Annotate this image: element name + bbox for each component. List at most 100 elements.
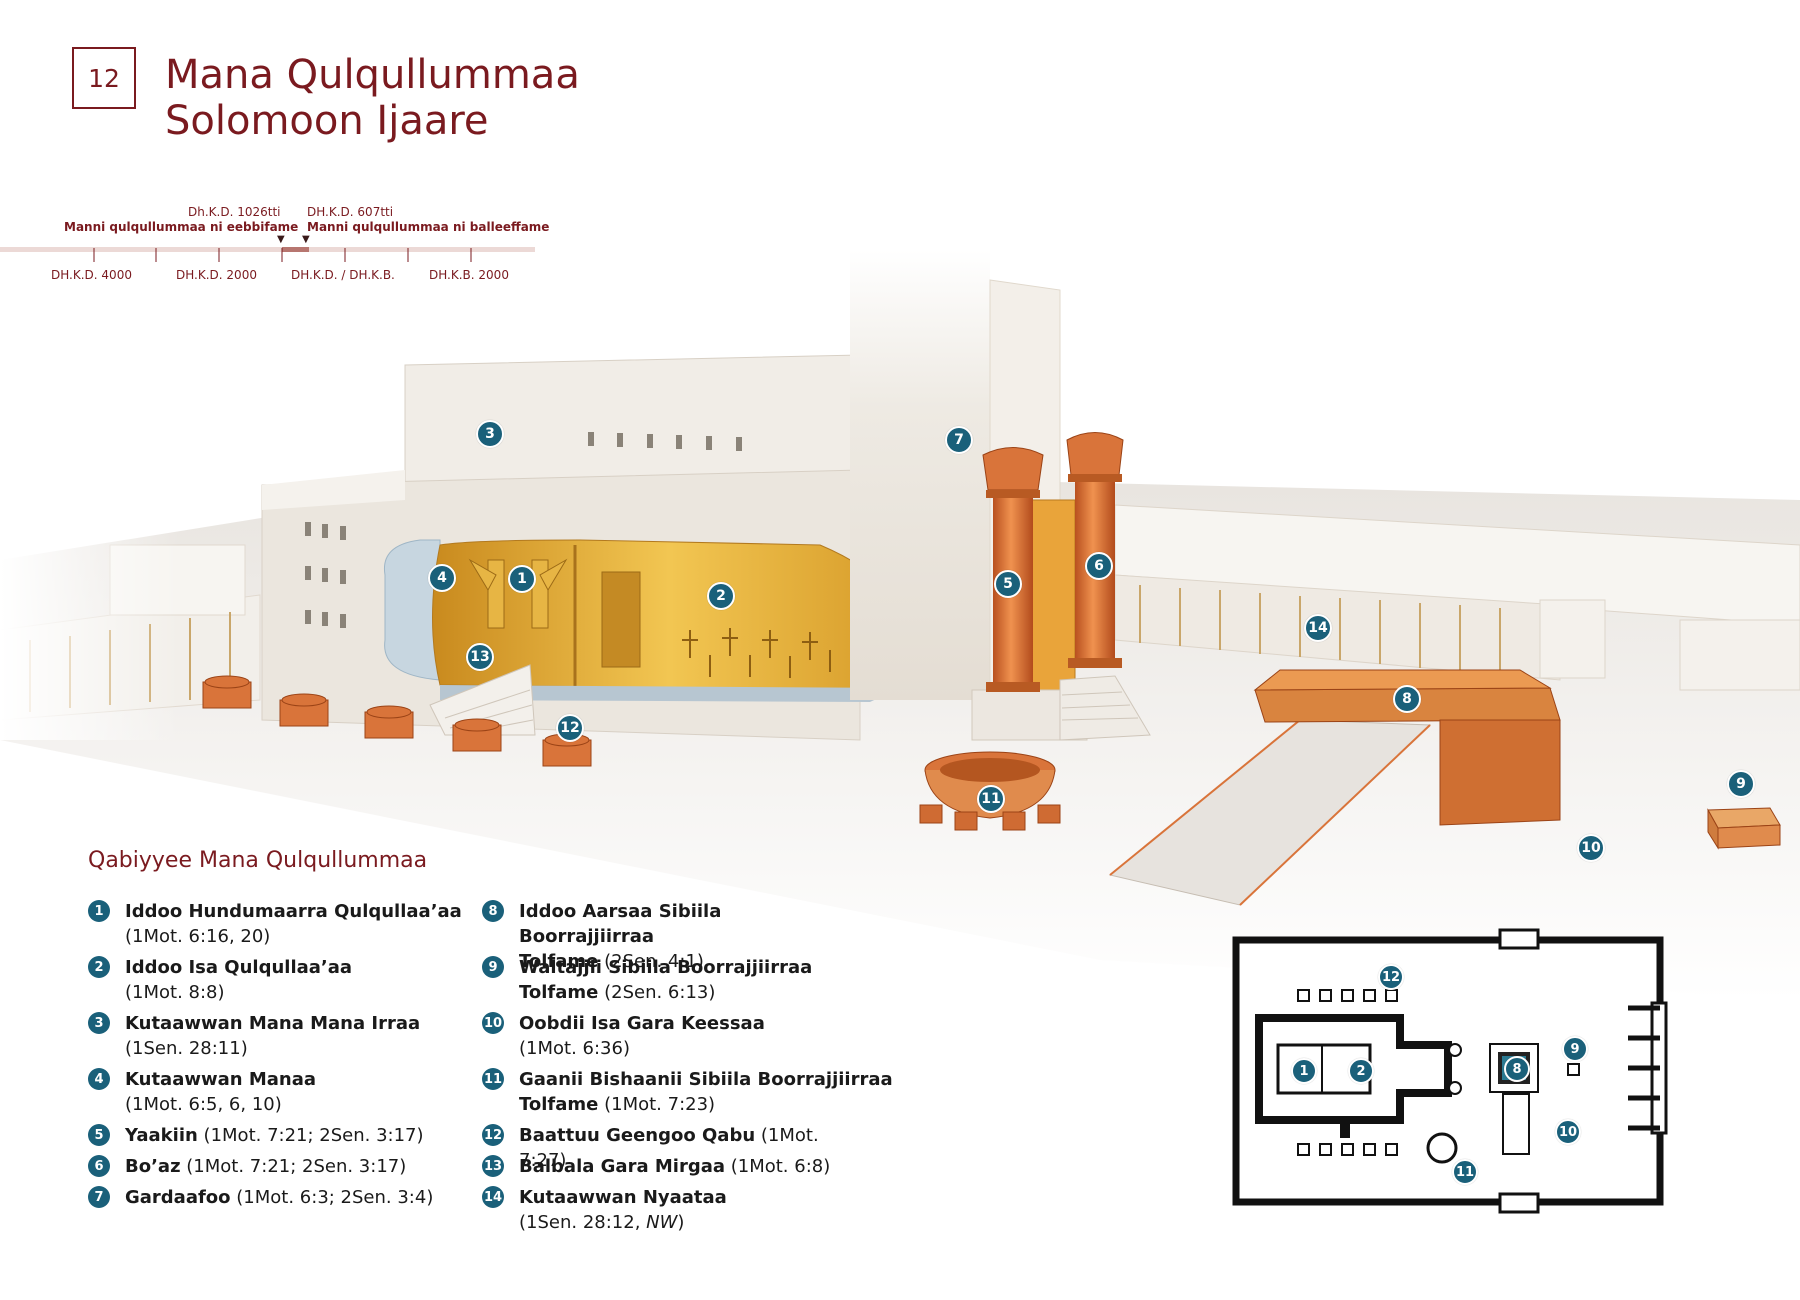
marker-13: 13 xyxy=(466,643,494,671)
marker-11: 11 xyxy=(977,785,1005,813)
legend-number: 7 xyxy=(88,1186,110,1208)
legend-item-1: 1 Iddoo Hundumaarra Qulqullaa’aa (1Mot. 6… xyxy=(88,899,468,949)
copper-carriages xyxy=(202,675,592,767)
marker-12: 12 xyxy=(556,714,584,742)
timeline-event2-date: DH.K.D. 607tti xyxy=(307,205,394,219)
legend-number: 13 xyxy=(482,1155,504,1177)
plan-marker-9: 9 xyxy=(1562,1036,1588,1062)
copper-platform xyxy=(1707,807,1781,850)
legend-name: Kutaawwan Mana Mana Irraa xyxy=(125,1013,421,1034)
legend-ref: (1Mot. 7:21; 2Sen. 3:17) xyxy=(186,1156,407,1177)
legend-ref: (1Mot. 8:8) xyxy=(125,982,225,1003)
marker-1: 1 xyxy=(508,565,536,593)
plan-marker-10: 10 xyxy=(1555,1119,1581,1145)
right-colonnade xyxy=(1114,504,1800,691)
legend-name: Balbala Gara Mirgaa xyxy=(519,1156,725,1177)
legend-name: Gaanii Bishaanii Sibiila Boorrajjiirraa xyxy=(519,1069,893,1090)
timeline-event1-date: Dh.K.D. 1026tti xyxy=(188,205,281,219)
legend-item-14: 14 Kutaawwan Nyaataa (1Sen. 28:12, NW) xyxy=(482,1185,862,1235)
timeline-event2-label: Manni qulqullummaa ni balleeffame xyxy=(307,220,550,234)
legend-name: Gardaafoo xyxy=(125,1187,231,1208)
legend-number: 14 xyxy=(482,1186,504,1208)
legend-item-3: 3 Kutaawwan Mana Mana Irraa (1Sen. 28:11) xyxy=(88,1011,468,1061)
legend-item-6: 6 Bo’az (1Mot. 7:21; 2Sen. 3:17) xyxy=(88,1154,468,1179)
legend-number: 10 xyxy=(482,1012,504,1034)
legend-number: 2 xyxy=(88,956,110,978)
legend-name: Baattuu Geengoo Qabu xyxy=(519,1125,756,1146)
timeline-arrow-icon: ▼ xyxy=(277,234,285,245)
legend-number: 6 xyxy=(88,1155,110,1177)
timeline-tick-label: DH.K.B. 2000 xyxy=(429,268,509,282)
timeline-bar xyxy=(0,247,535,252)
legend-ref-italic: NW xyxy=(646,1212,678,1233)
marker-6: 6 xyxy=(1085,552,1113,580)
timeline-tick-label: DH.K.D. / DH.K.B. xyxy=(291,268,395,282)
legend-ref: (1Mot. 7:27) xyxy=(519,1125,819,1171)
page-title-line1: Mana Qulqullummaa xyxy=(165,52,580,98)
legend-ref: (2Sen. 6:13) xyxy=(604,982,716,1003)
legend-number: 1 xyxy=(88,900,110,922)
temple-building xyxy=(261,354,907,741)
legend-item-10: 10 Oobdii Isa Gara Keessaa (1Mot. 6:36) xyxy=(482,1011,862,1061)
plan-marker-8: 8 xyxy=(1504,1056,1530,1082)
marker-8: 8 xyxy=(1393,685,1421,713)
legend-name: Iddoo Hundumaarra Qulqullaa’aa xyxy=(125,901,462,922)
legend-ref-end: ) xyxy=(677,1212,685,1233)
legend-name-cont: Tolfame xyxy=(519,951,599,972)
legend-item-7: 7 Gardaafoo (1Mot. 6:3; 2Sen. 3:4) xyxy=(88,1185,468,1210)
legend-number: 4 xyxy=(88,1068,110,1090)
legend-number: 11 xyxy=(482,1068,504,1090)
page-title: Mana Qulqullummaa Solomoon Ijaare xyxy=(165,52,580,144)
legend-item-4: 4 Kutaawwan Manaa (1Mot. 6:5, 6, 10) xyxy=(88,1067,468,1117)
plan-marker-12: 12 xyxy=(1378,964,1404,990)
plan-marker-2: 2 xyxy=(1348,1058,1374,1084)
legend-item-5: 5 Yaakiin (1Mot. 7:21; 2Sen. 3:17) xyxy=(88,1123,468,1148)
legend-ref: (1Mot. 7:21; 2Sen. 3:17) xyxy=(203,1125,424,1146)
legend-ref: (1Mot. 6:5, 6, 10) xyxy=(125,1094,282,1115)
legend-name-cont: Tolfame xyxy=(519,982,599,1003)
legend-item-11: 11 Gaanii Bishaanii Sibiila Boorrajjiirr… xyxy=(482,1067,902,1117)
legend-name: Iddoo Isa Qulqullaa’aa xyxy=(125,957,353,978)
legend-item-2: 2 Iddoo Isa Qulqullaa’aa (1Mot. 8:8) xyxy=(88,955,468,1005)
legend-name: Waltajjii Sibiila Boorrajjiirraa xyxy=(519,957,813,978)
marker-2: 2 xyxy=(707,582,735,610)
timeline xyxy=(0,247,535,262)
legend-number: 3 xyxy=(88,1012,110,1034)
marker-10: 10 xyxy=(1577,834,1605,862)
timeline-arrow-icon: ▼ xyxy=(302,234,310,245)
legend-ref: (1Mot. 7:23) xyxy=(604,1094,716,1115)
legend-name: Kutaawwan Manaa xyxy=(125,1069,316,1090)
legend-ref: (2Sen. 4:1) xyxy=(604,951,704,972)
legend-item-13: 13 Balbala Gara Mirgaa (1Mot. 6:8) xyxy=(482,1154,862,1179)
copper-altar xyxy=(1108,669,1561,906)
marker-7: 7 xyxy=(945,426,973,454)
left-colonnade xyxy=(0,520,261,740)
marker-5: 5 xyxy=(994,570,1022,598)
legend-number: 8 xyxy=(482,900,504,922)
plan-marker-11: 11 xyxy=(1452,1159,1478,1185)
legend-ref: (1Sen. 28:11) xyxy=(125,1038,248,1059)
timeline-temple-period xyxy=(282,247,309,252)
marker-3: 3 xyxy=(476,420,504,448)
legend-ref: (1Mot. 6:3; 2Sen. 3:4) xyxy=(236,1187,434,1208)
legend-ref: (1Sen. 28:12, xyxy=(519,1212,647,1233)
legend-item-12: 12 Baattuu Geengoo Qabu (1Mot. 7:27) xyxy=(482,1123,862,1173)
marker-14: 14 xyxy=(1304,614,1332,642)
legend-name: Bo’az xyxy=(125,1156,181,1177)
timeline-tick-label: DH.K.D. 4000 xyxy=(51,268,132,282)
legend-ref: (1Mot. 6:16, 20) xyxy=(125,926,271,947)
legend-name: Yaakiin xyxy=(125,1125,198,1146)
legend-name: Kutaawwan Nyaataa xyxy=(519,1187,727,1208)
page-number: 12 xyxy=(72,47,136,109)
legend-number: 9 xyxy=(482,956,504,978)
legend-number: 12 xyxy=(482,1124,504,1146)
plan-marker-1: 1 xyxy=(1291,1058,1317,1084)
timeline-event1-label: Manni qulqullummaa ni eebbifame xyxy=(64,220,299,234)
legend-name: Oobdii Isa Gara Keessaa xyxy=(519,1013,765,1034)
page-title-line2: Solomoon Ijaare xyxy=(165,98,489,144)
legend-ref: (1Mot. 6:36) xyxy=(519,1038,630,1059)
marker-4: 4 xyxy=(428,564,456,592)
